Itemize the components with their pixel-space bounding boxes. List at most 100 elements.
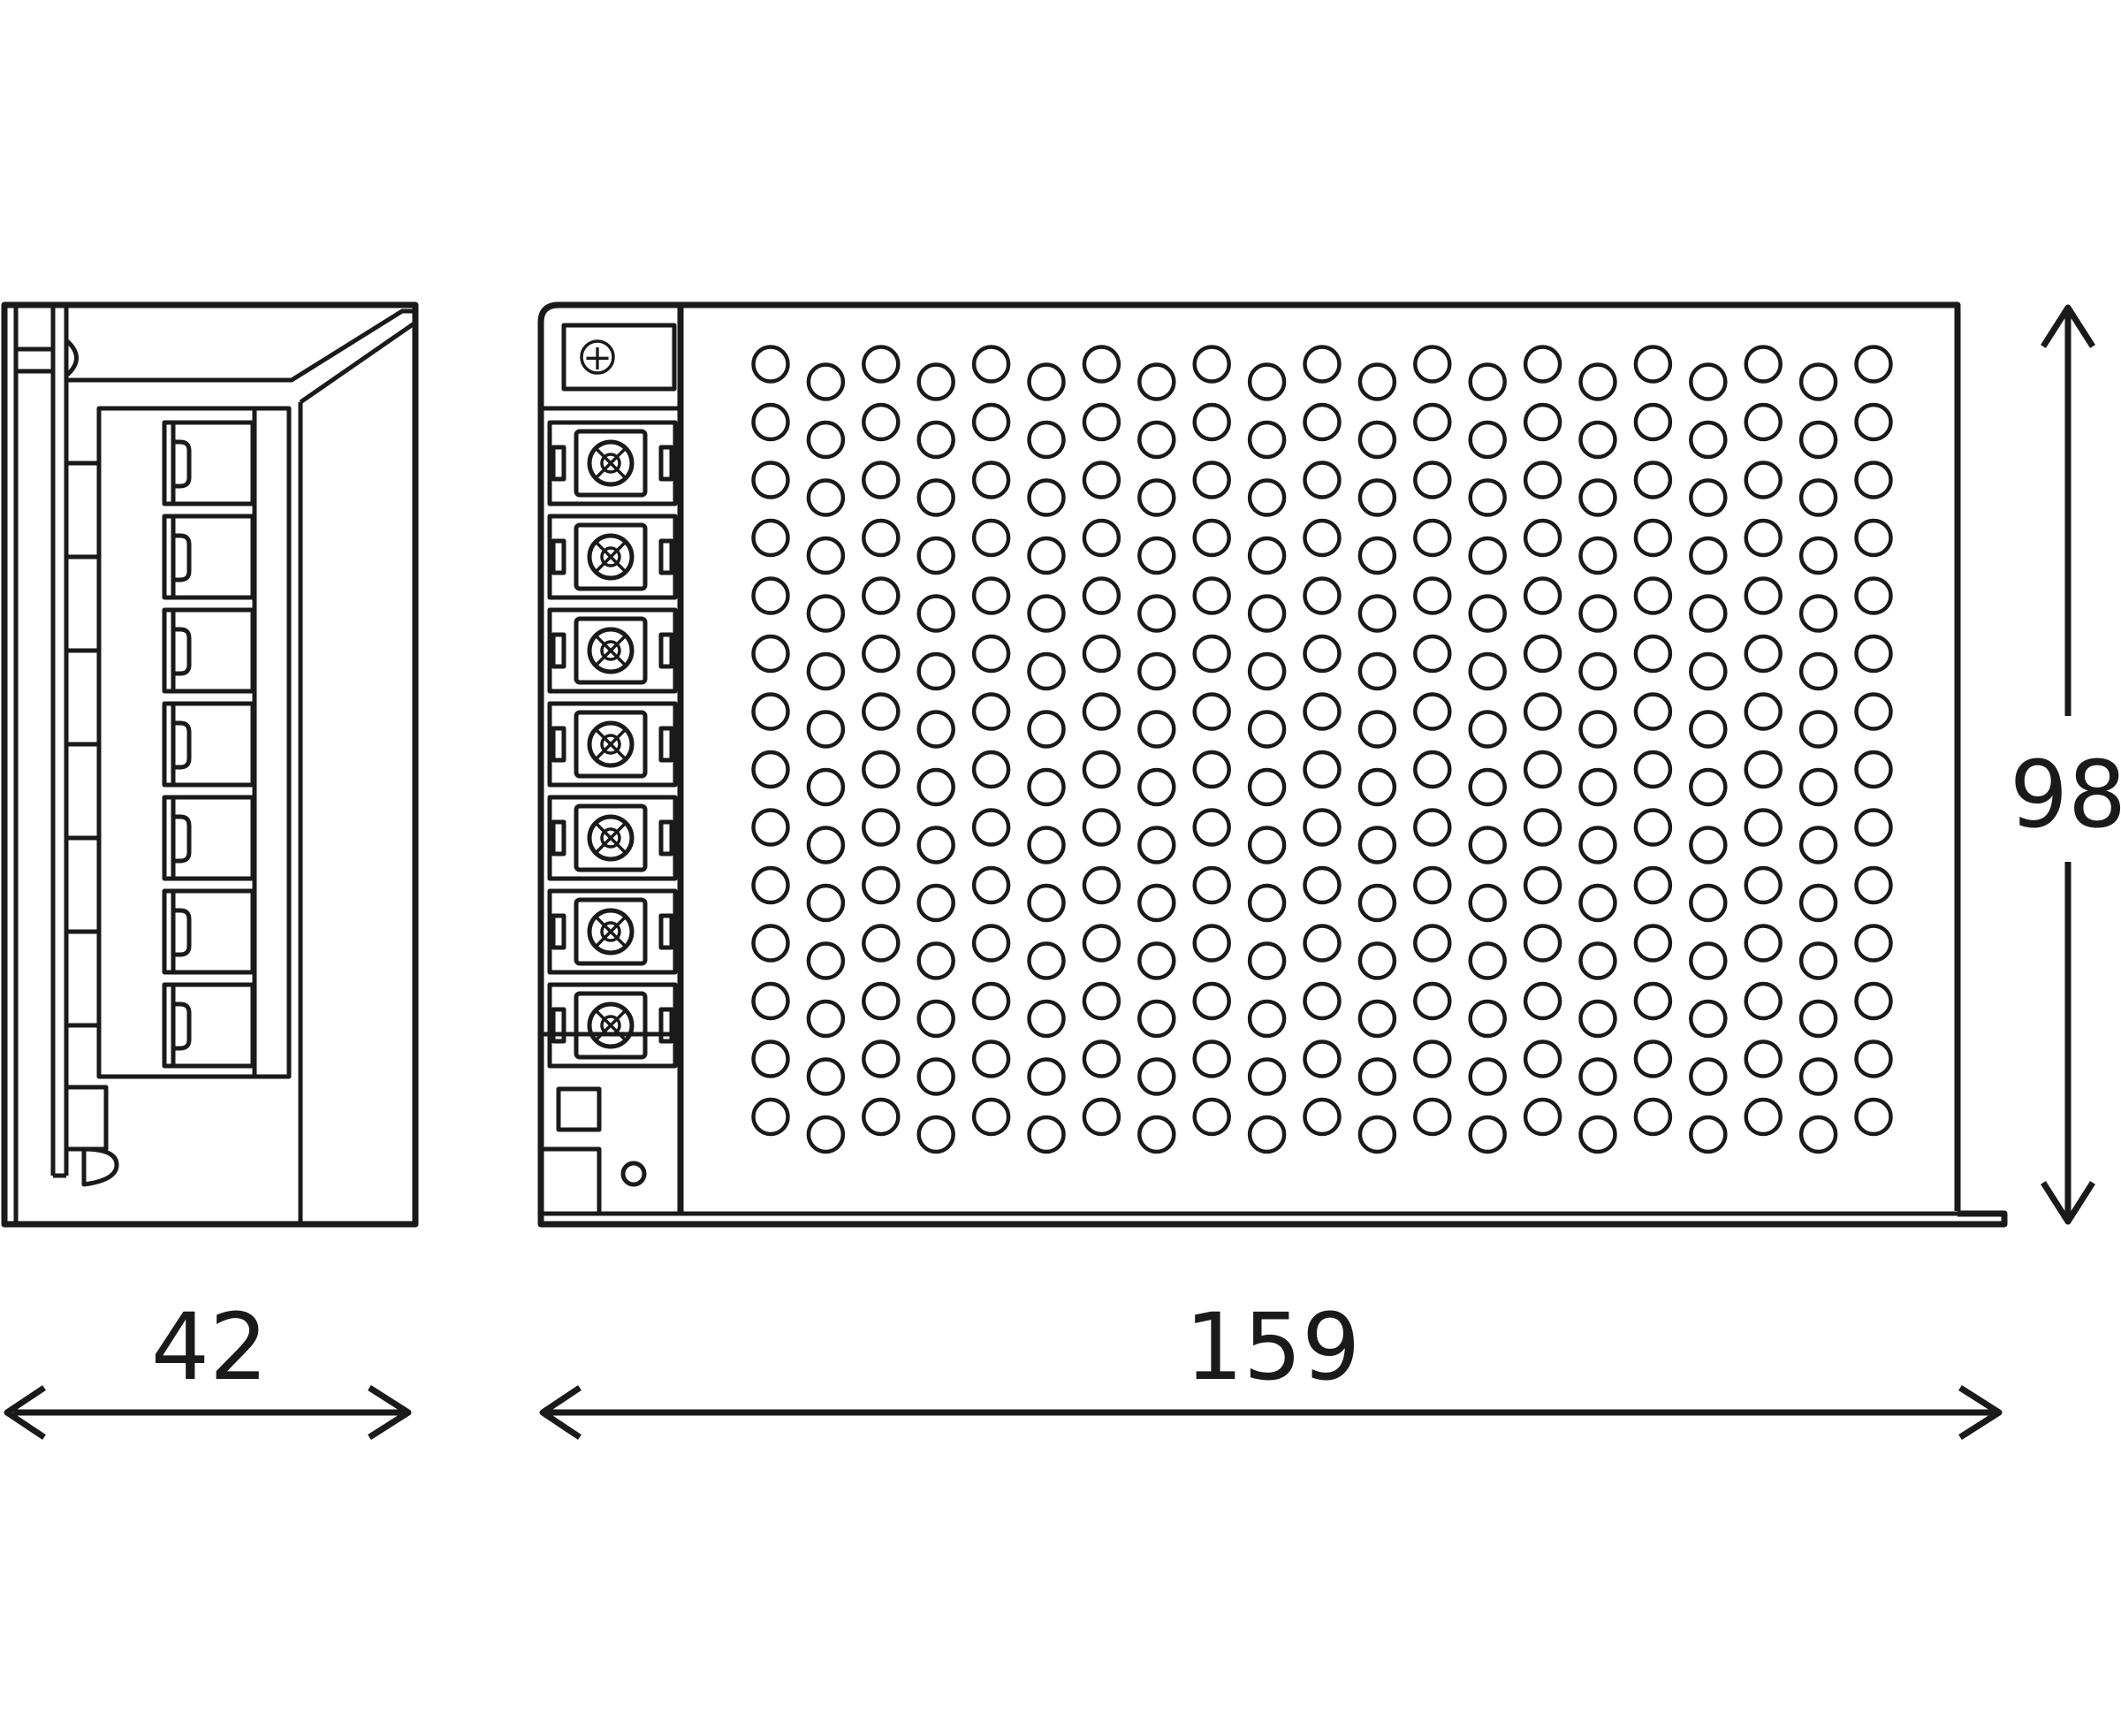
front-corner-step [541,1146,602,1214]
vent-hole [1027,1115,1066,1154]
vent-hole [971,518,1011,558]
vent-hole [1413,576,1452,615]
vent-hole [1413,1097,1452,1137]
side-terminal-block [162,982,255,1069]
vent-hole [862,750,901,789]
vent-hole [1523,750,1562,789]
vent-hole [862,576,901,615]
vent-hole [1027,420,1066,460]
vent-hole [1578,362,1617,401]
vent-hole [1137,767,1176,807]
vent-hole [1798,767,1838,807]
height-label: 98 [2010,741,2121,849]
vent-hole [1578,420,1617,460]
vent-hole [1192,634,1231,674]
vent-hole [1027,594,1066,633]
terminal-frame [547,701,678,788]
side-view [1,301,419,1228]
vent-hole [862,1097,901,1137]
vent-hole [1192,865,1231,905]
vent-hole [1137,362,1176,401]
vent-hole [1357,362,1397,401]
vent-hole [1027,362,1066,401]
vent-hole [1247,1057,1287,1096]
vent-hole [1247,883,1287,923]
plus-marking-icon [580,339,615,375]
vent-hole [1192,981,1231,1021]
vent-hole [1689,478,1728,517]
terminal-frame [547,888,678,975]
vent-hole [806,478,846,517]
terminal-seat [574,522,648,591]
vent-hole [1798,710,1838,749]
vent-hole [862,808,901,847]
vent-hole [751,1039,790,1078]
width-arrow-right [368,1385,412,1440]
terminal-tab-left [551,726,566,763]
side-view-ticks [66,461,99,1028]
vent-hole [1744,1097,1783,1137]
vent-hole [1798,826,1838,864]
vent-hole [971,808,1011,847]
terminal-seat [574,710,648,779]
side-view-terminal-housing [96,406,292,1079]
vent-hole [1192,518,1231,558]
vent-hole [1744,634,1783,674]
vent-hole [1413,692,1452,731]
vent-hole [1137,478,1176,517]
vent-hole [1303,402,1342,442]
vent-hole [1413,924,1452,963]
vent-hole [1523,692,1562,731]
vent-hole [1082,924,1121,963]
vent-hole [1082,1039,1121,1078]
vent-hole [1689,883,1728,923]
screw-slot-icon [594,727,627,761]
vent-hole [1192,1039,1231,1078]
terminal-tab-right [658,1007,674,1044]
vent-hole [1689,1057,1728,1096]
vent-hole [916,536,955,575]
vent-hole [1192,692,1231,731]
screw-terminal [547,982,678,1069]
screw-head-icon [600,827,621,849]
vent-hole [1413,345,1452,384]
vent-hole [862,634,901,674]
vent-hole [1468,710,1507,749]
vent-hole [1413,461,1452,499]
vent-hole [1689,767,1728,807]
side-terminal-clip [173,814,192,864]
vent-hole [1468,767,1507,807]
vent-hole [971,461,1011,499]
side-view-terminals [162,420,255,1069]
vent-hole [1468,999,1507,1039]
vent-hole [806,999,846,1039]
height-arrow-top [2041,304,2095,348]
vent-hole [1689,710,1728,749]
vent-hole [971,1039,1011,1078]
vent-hole [971,924,1011,963]
vent-hole [1082,576,1121,615]
screw-icon [587,814,635,862]
vent-hole [1027,1057,1066,1096]
vent-hole [1854,865,1893,905]
vent-grid [751,345,1893,1154]
height-dimension: 98 [2010,304,2121,1225]
screw-head-icon [600,921,621,942]
vent-hole [1192,402,1231,442]
screw-head-icon [600,453,621,474]
side-view-clip-bottom [66,1085,119,1187]
vent-hole [1523,402,1562,442]
vent-hole [1082,692,1121,731]
vent-hole [1854,924,1893,963]
length-arrow-left [539,1385,582,1440]
vent-hole [1303,981,1342,1021]
screw-icon [587,533,635,581]
vent-hole [916,420,955,460]
vent-hole [1689,594,1728,633]
vent-hole [1523,1097,1562,1137]
vent-hole [1082,518,1121,558]
side-terminal-clip [173,1001,192,1051]
vent-hole [806,651,846,691]
vent-hole [971,865,1011,905]
vent-hole [1798,883,1838,923]
